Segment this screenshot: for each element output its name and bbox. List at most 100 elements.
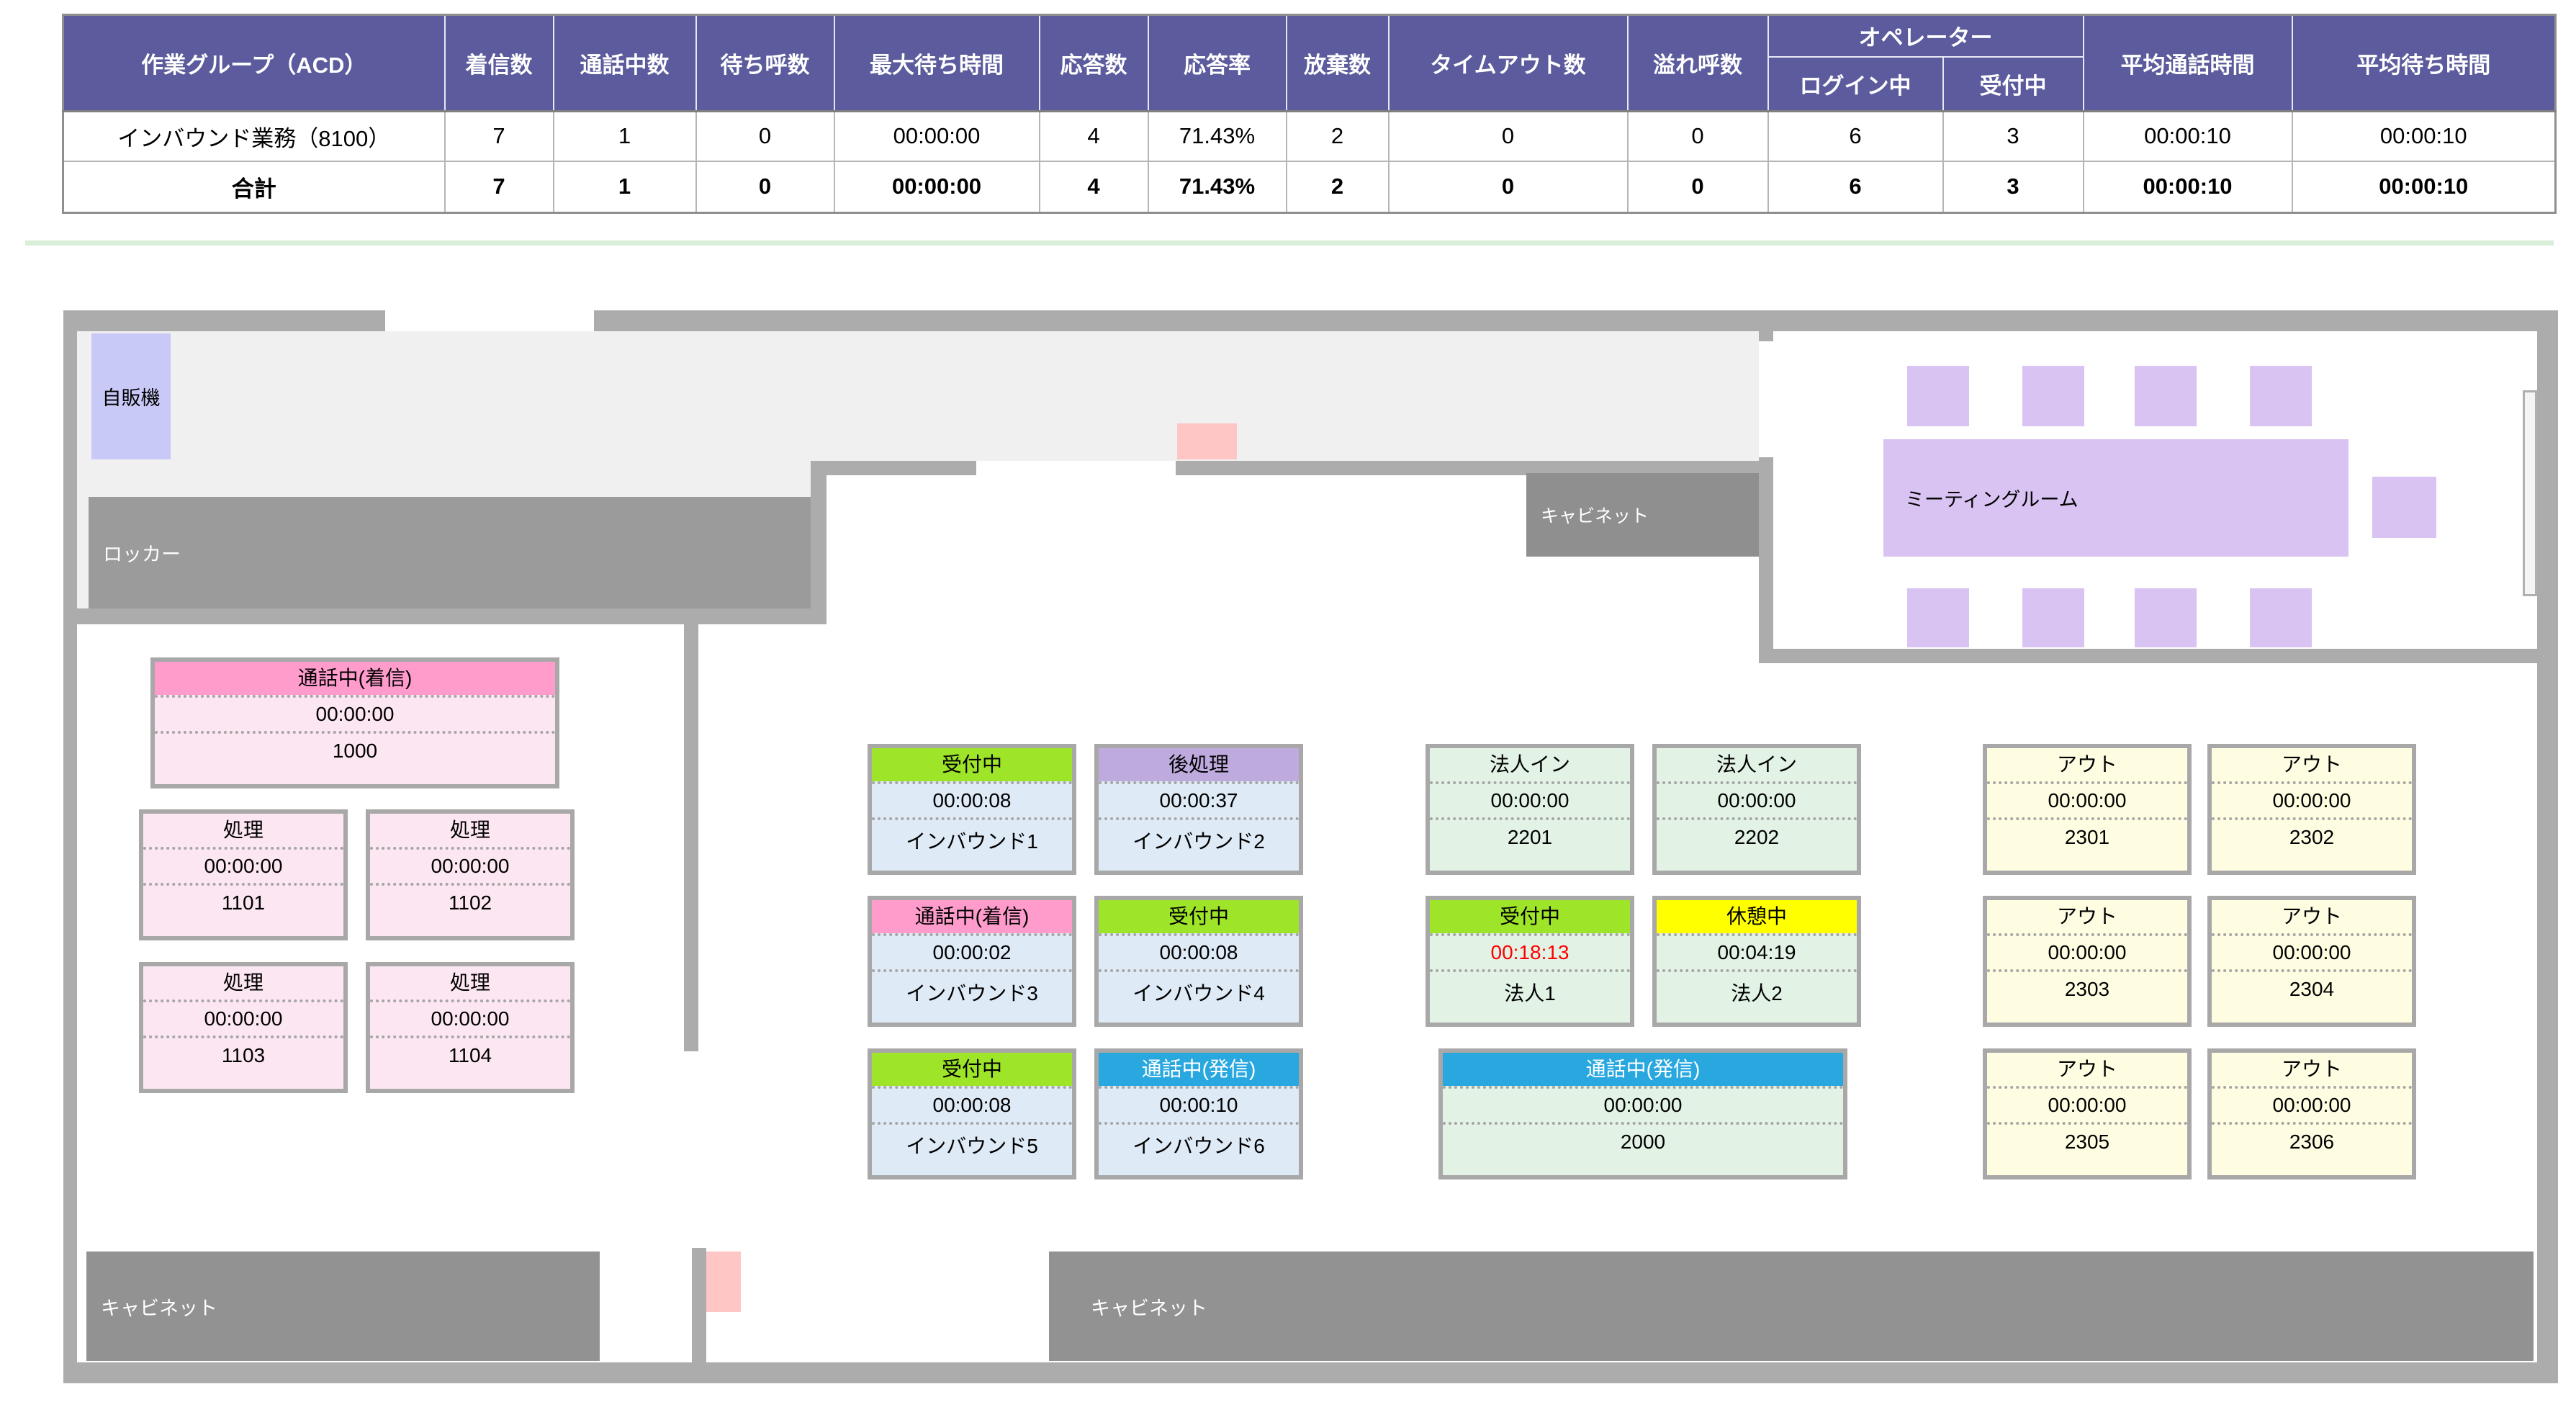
seat-timer: 00:00:00 [1430,781,1630,817]
seat-status-label: 処理 [370,814,570,847]
table-cell: 0 [1626,110,1769,162]
seat-timer: 00:00:02 [872,933,1072,969]
seat-status-label: 法人イン [1430,748,1630,781]
table-cell: 00:00:00 [833,160,1040,214]
seat-name: 2301 [1987,817,2187,871]
wall-bottom [63,1362,2558,1383]
seat-status-label: 処理 [370,966,570,999]
seat-status-label: 法人イン [1657,748,1857,781]
meeting-chair [2250,588,2312,647]
acd-table: 作業グループ（ACD）着信数通話中数待ち呼数最大待ち時間応答数応答率放棄数タイム… [62,14,2557,214]
seat-status-label: 処理 [143,814,343,847]
seat-name: 1104 [370,1035,570,1089]
seat-status-label: アウト [1987,1053,2187,1086]
wall-locker-bottom [77,608,827,624]
seat-name: 2304 [2212,969,2412,1023]
seat-name: 1102 [370,883,570,936]
table-cell: 1 [552,110,697,162]
column-header: 待ち呼数 [695,14,835,112]
table-cell: 1 [552,160,697,214]
wall-meeting-stub [1759,331,1773,341]
wall-meeting-bottom [1759,649,2537,663]
table-cell: 2 [1285,160,1390,214]
seat-status-label: 通話中(発信) [1443,1053,1843,1086]
table-cell: 00:00:10 [2291,110,2557,162]
seat-timer: 00:00:00 [143,847,343,883]
table-cell: 0 [1387,110,1629,162]
seat-status-label: アウト [2212,900,2412,933]
seat-timer: 00:00:08 [872,781,1072,817]
seat-status-label: 受付中 [872,748,1072,781]
table-cell: 0 [1387,160,1629,214]
seat-status-label: アウト [1987,900,2187,933]
table-cell: 0 [695,110,835,162]
table-cell: 3 [1942,110,2084,162]
meeting-room-label: ミーティングルーム [1905,489,2079,511]
seat-name: インバウンド1 [872,817,1072,871]
table-cell: 3 [1942,160,2084,214]
table-cell: 00:00:10 [2291,160,2557,214]
door-marker-top [1177,423,1237,459]
column-header: 放棄数 [1285,14,1390,112]
vending-machine-label: 自販機 [102,387,161,409]
seat-name: インバウンド5 [872,1122,1072,1175]
vending-machine: 自販機 [91,333,171,459]
table-cell: 7 [443,160,554,214]
wall-meeting-left [1759,457,1773,649]
seat-status-label: アウト [2212,1053,2412,1086]
table-cell: インバウンド業務（8100） [62,110,446,162]
seat-status-label: アウト [2212,748,2412,781]
table-cell: 00:00:10 [2082,110,2293,162]
wall-corridor-b [1176,461,1759,475]
seat-timer: 00:00:00 [370,847,570,883]
seat-status-label: 休憩中 [1657,900,1857,933]
whiteboard [2523,390,2537,596]
table-cell: 合計 [62,160,446,214]
seat-timer: 00:04:19 [1657,933,1857,969]
table-cell: 71.43% [1147,110,1287,162]
seat-name: 2000 [1443,1122,1843,1175]
meeting-chair [1907,366,1969,426]
locker: ロッカー [89,497,811,608]
seat-name: 2302 [2212,817,2412,871]
column-header: 作業グループ（ACD） [62,14,446,112]
seat-timer: 00:00:00 [1987,1086,2187,1122]
cabinet-bottom-right-label: キャビネット [1091,1297,1207,1319]
table-cell: 4 [1038,110,1149,162]
table-cell: 00:00:10 [2082,160,2293,214]
meeting-table: ミーティングルーム [1883,439,2348,557]
wall-top-left [63,310,385,331]
seat-name: 2303 [1987,969,2187,1023]
seat-name: インバウンド2 [1099,817,1299,871]
seat-status-label: 受付中 [872,1053,1072,1086]
table-cell: 0 [1626,160,1769,214]
seat-timer: 00:00:00 [1443,1086,1843,1122]
seat-name: 2305 [1987,1122,2187,1175]
seat-timer: 00:00:00 [143,999,343,1035]
column-header: 溢れ呼数 [1626,14,1769,112]
